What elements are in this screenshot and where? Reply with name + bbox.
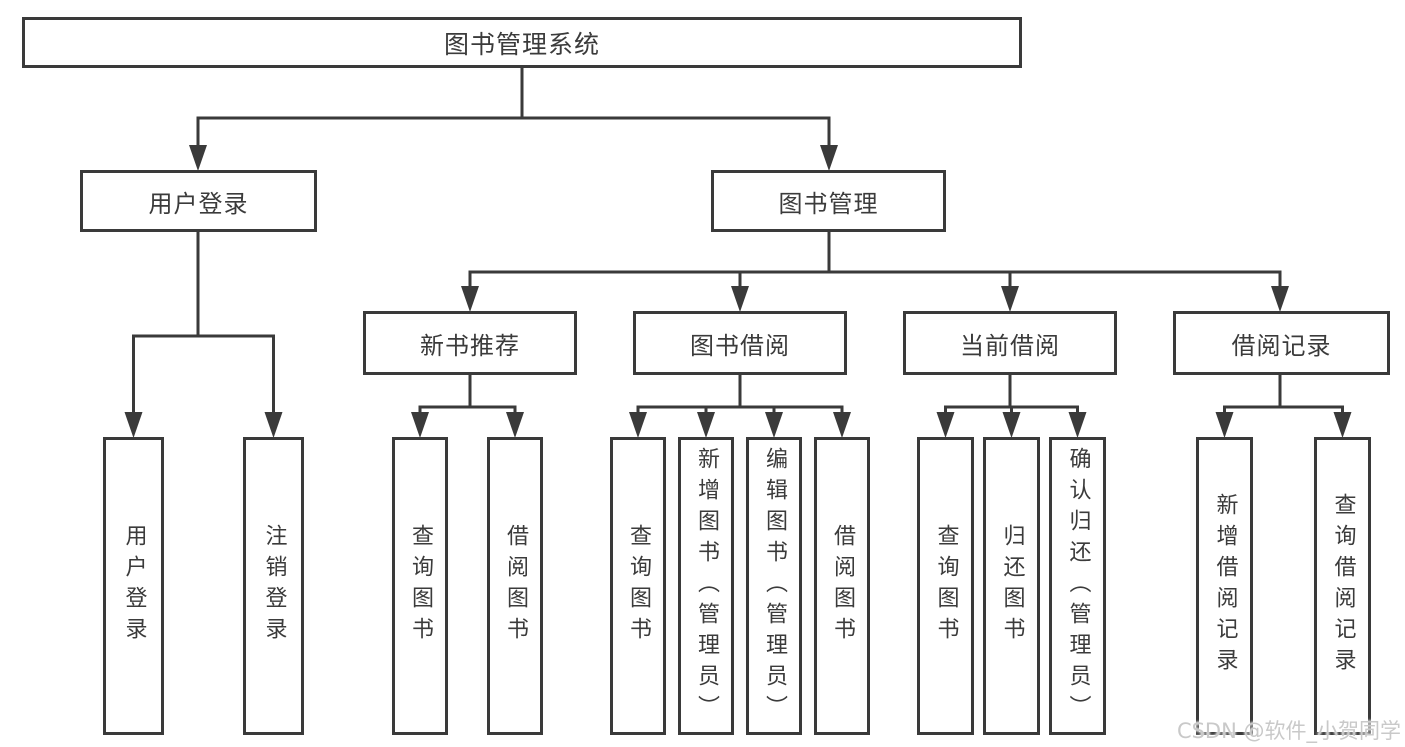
node-borrow-records: 借阅记录 (1173, 311, 1390, 375)
leaf-logout-label: 注销登录 (261, 524, 287, 648)
node-library-management-system: 图书管理系统 (22, 17, 1022, 68)
leaf-logout: 注销登录 (243, 437, 304, 735)
arrowhead (833, 412, 851, 438)
leaf-query-books-current-label: 查询图书 (933, 524, 959, 648)
leaf-user-login-label: 用户登录 (121, 524, 147, 648)
arrowhead (1271, 286, 1289, 312)
arrowhead (731, 286, 749, 312)
node-book-management: 图书管理 (711, 170, 946, 232)
arrowhead (189, 145, 207, 171)
arrowhead (124, 412, 143, 438)
node-user-login: 用户登录 (80, 170, 317, 232)
leaf-borrow-books-recommend: 借阅图书 (487, 437, 543, 735)
leaf-edit-books-admin-label: 编辑图书（管理员） (762, 446, 787, 726)
leaf-borrow-books-recommend-label: 借阅图书 (503, 524, 528, 648)
leaf-add-books-admin: 新增图书（管理员） (678, 437, 734, 735)
arrowhead (697, 412, 715, 438)
leaf-query-borrow-record-label: 查询借阅记录 (1330, 493, 1356, 679)
arrowhead (506, 412, 524, 438)
leaf-query-borrow-record: 查询借阅记录 (1314, 437, 1371, 735)
arrowhead (629, 412, 647, 438)
leaf-user-login: 用户登录 (103, 437, 164, 735)
arrowhead (765, 412, 783, 438)
arrowhead (820, 145, 838, 171)
arrowhead (264, 412, 283, 438)
leaf-borrow-books: 借阅图书 (814, 437, 870, 735)
node-current-borrow: 当前借阅 (903, 311, 1117, 375)
leaf-confirm-return-admin: 确认归还（管理员） (1049, 437, 1106, 735)
leaf-query-books-recommend-label: 查询图书 (408, 524, 433, 648)
arrowhead (411, 412, 429, 438)
csdn-watermark: CSDN @软件_小贺同学 (1176, 719, 1401, 743)
arrowhead (461, 286, 479, 312)
arrowhead (1002, 412, 1021, 438)
leaf-query-books-recommend: 查询图书 (392, 437, 448, 735)
leaf-confirm-return-admin-label: 确认归还（管理员） (1065, 446, 1091, 726)
leaf-return-books-label: 归还图书 (999, 524, 1025, 648)
arrowhead (936, 412, 955, 438)
leaf-add-borrow-record-label: 新增借阅记录 (1212, 493, 1238, 679)
leaf-borrow-books-label: 借阅图书 (830, 524, 855, 648)
leaf-edit-books-admin: 编辑图书（管理员） (746, 437, 802, 735)
leaf-return-books: 归还图书 (983, 437, 1040, 735)
leaf-query-books-borrow: 查询图书 (610, 437, 666, 735)
arrowhead (1001, 286, 1019, 312)
arrowhead (1215, 412, 1234, 438)
node-book-borrow: 图书借阅 (633, 311, 847, 375)
arrowhead (1333, 412, 1352, 438)
leaf-add-books-admin-label: 新增图书（管理员） (694, 446, 719, 726)
node-new-book-recommend: 新书推荐 (363, 311, 577, 375)
leaf-query-books-borrow-label: 查询图书 (626, 524, 651, 648)
leaf-add-borrow-record: 新增借阅记录 (1196, 437, 1253, 735)
arrowhead (1068, 412, 1087, 438)
leaf-query-books-current: 查询图书 (917, 437, 974, 735)
